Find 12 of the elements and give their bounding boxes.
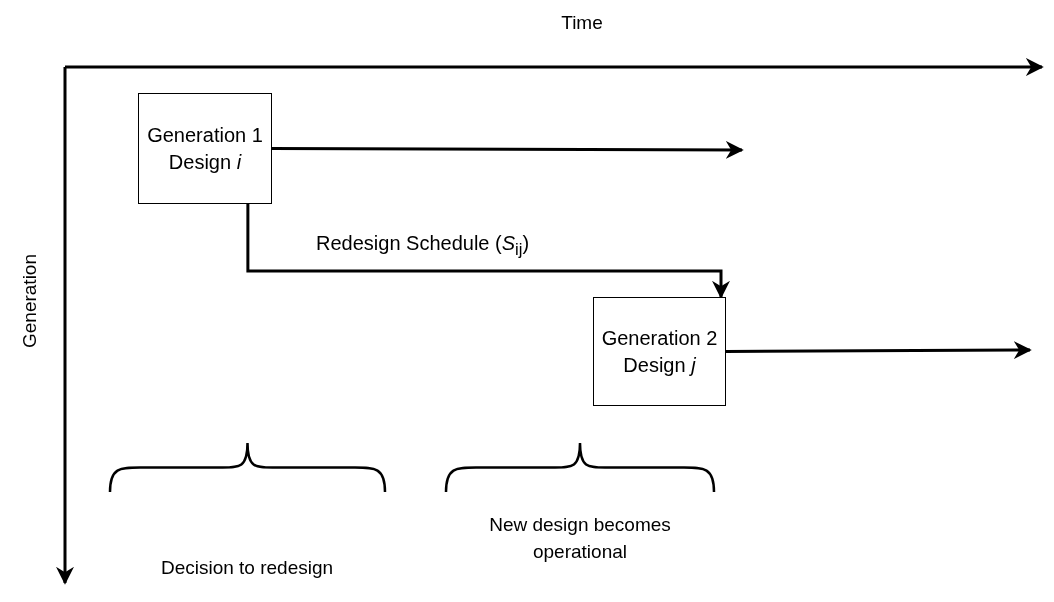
axis-label: Generation: [19, 253, 41, 350]
box-text: Generation 2 Design j: [600, 325, 719, 378]
design-box: [138, 93, 272, 204]
edge-label: Redesign Schedule (S$_{ij}$): [316, 232, 530, 260]
arrow: [246, 204, 730, 299]
annotation-text: New design becomes operational: [488, 513, 672, 564]
axis-label: Time: [561, 12, 603, 34]
arrow: [726, 341, 1032, 360]
box-text: Generation 1 Design i: [146, 122, 264, 175]
arrow: [272, 140, 744, 159]
design-box: [593, 297, 726, 406]
annotation-text: Decision to redesign: [160, 557, 334, 579]
